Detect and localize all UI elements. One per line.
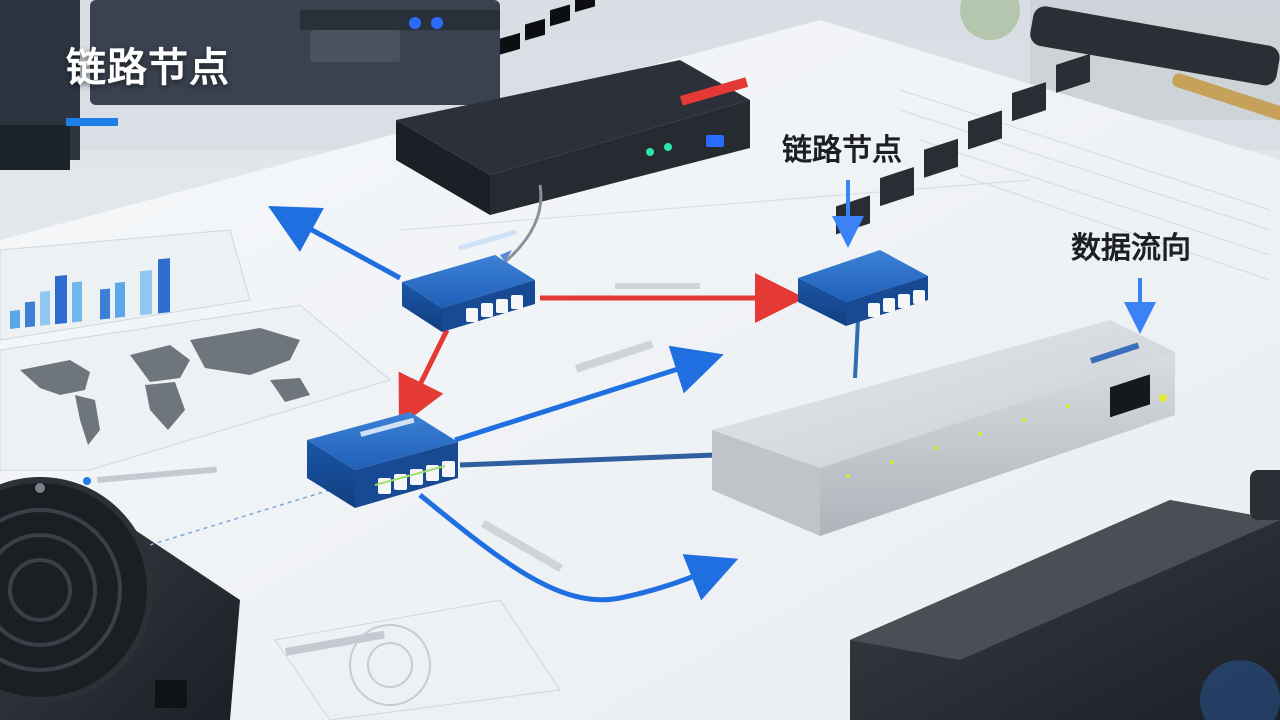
link-node-1 bbox=[402, 229, 535, 332]
callout-arrows bbox=[832, 180, 1156, 334]
title-accent-bar bbox=[66, 118, 118, 126]
network-switch bbox=[712, 53, 1175, 536]
link-node-2 bbox=[798, 250, 928, 326]
background-monitor bbox=[0, 0, 500, 170]
paper-sheet bbox=[0, 20, 1280, 720]
flow-arrows bbox=[268, 206, 860, 603]
link-node-callout: 链路节点 bbox=[782, 133, 902, 168]
report-panel bbox=[0, 229, 392, 485]
background-device-bottom-right bbox=[850, 470, 1280, 720]
router-device bbox=[396, 0, 750, 264]
world-map-illustration bbox=[20, 328, 310, 445]
data-flow-callout: 数据流向 bbox=[1071, 231, 1191, 266]
paper-small-diagram bbox=[274, 599, 561, 720]
bar-chart-illustration bbox=[10, 258, 170, 329]
power-supply-fan bbox=[0, 477, 240, 720]
slide-title: 链路节点 bbox=[66, 45, 230, 91]
paper-faint-lines bbox=[399, 89, 1271, 281]
switch-ports bbox=[836, 53, 1090, 235]
link-node-3 bbox=[307, 412, 458, 508]
